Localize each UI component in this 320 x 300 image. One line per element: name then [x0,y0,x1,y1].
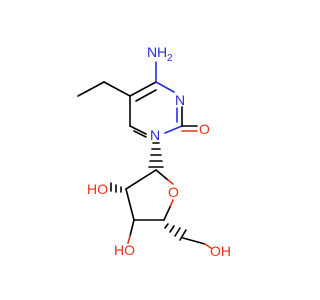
bond-c4-c5-inner [135,89,157,102]
label-amine-h: H [157,44,167,60]
label-amine-n: N [147,44,157,60]
bond-c6-n1-inner [133,130,147,138]
bond-ethyl-methyl [77,81,105,97]
bond-c5-ethyl [103,81,131,97]
bond-n3-c4 [155,81,175,93]
bond-c5prime-o-red [204,243,212,249]
label-furanose-o: O [168,184,179,200]
bond-o4prime-c4prime-o [169,199,174,208]
bond-c1prime-o4prime [155,169,169,181]
label-2prime-hydroxyl: HO [87,181,108,197]
bond-c3prime-oh [129,219,135,237]
bond-c4prime-c5prime-hashed [164,223,187,241]
label-ring-n1: N [150,127,160,143]
label-amine-subscript: 2 [167,53,173,64]
label-ring-n3: N [175,92,185,108]
bond-c6-n1 [129,125,147,135]
bond-c5prime-o [182,237,206,245]
bond-n1-c2 [164,125,183,134]
molecule-canvas: N H 2 N N O O HO HO OH [77,44,231,259]
bond-c3prime-oh-o [127,235,131,244]
bond-c2prime-oh-hashed [110,182,122,193]
label-3prime-hydroxyl: HO [114,242,135,258]
molecule-structure-diagram: N H 2 N N O O HO HO OH [77,44,231,259]
bond-c3prime-c2prime [125,188,135,221]
label-5prime-hydroxyl: OH [210,243,231,259]
label-carbonyl-o: O [199,121,210,137]
bond-c2prime-c1prime [125,169,157,190]
bond-c4-c5 [129,81,157,97]
bond-o4prime-c4prime [163,206,171,221]
bond-c1prime-o4prime-o [167,179,174,185]
bond-n1-c1prime-hashed [148,142,164,168]
